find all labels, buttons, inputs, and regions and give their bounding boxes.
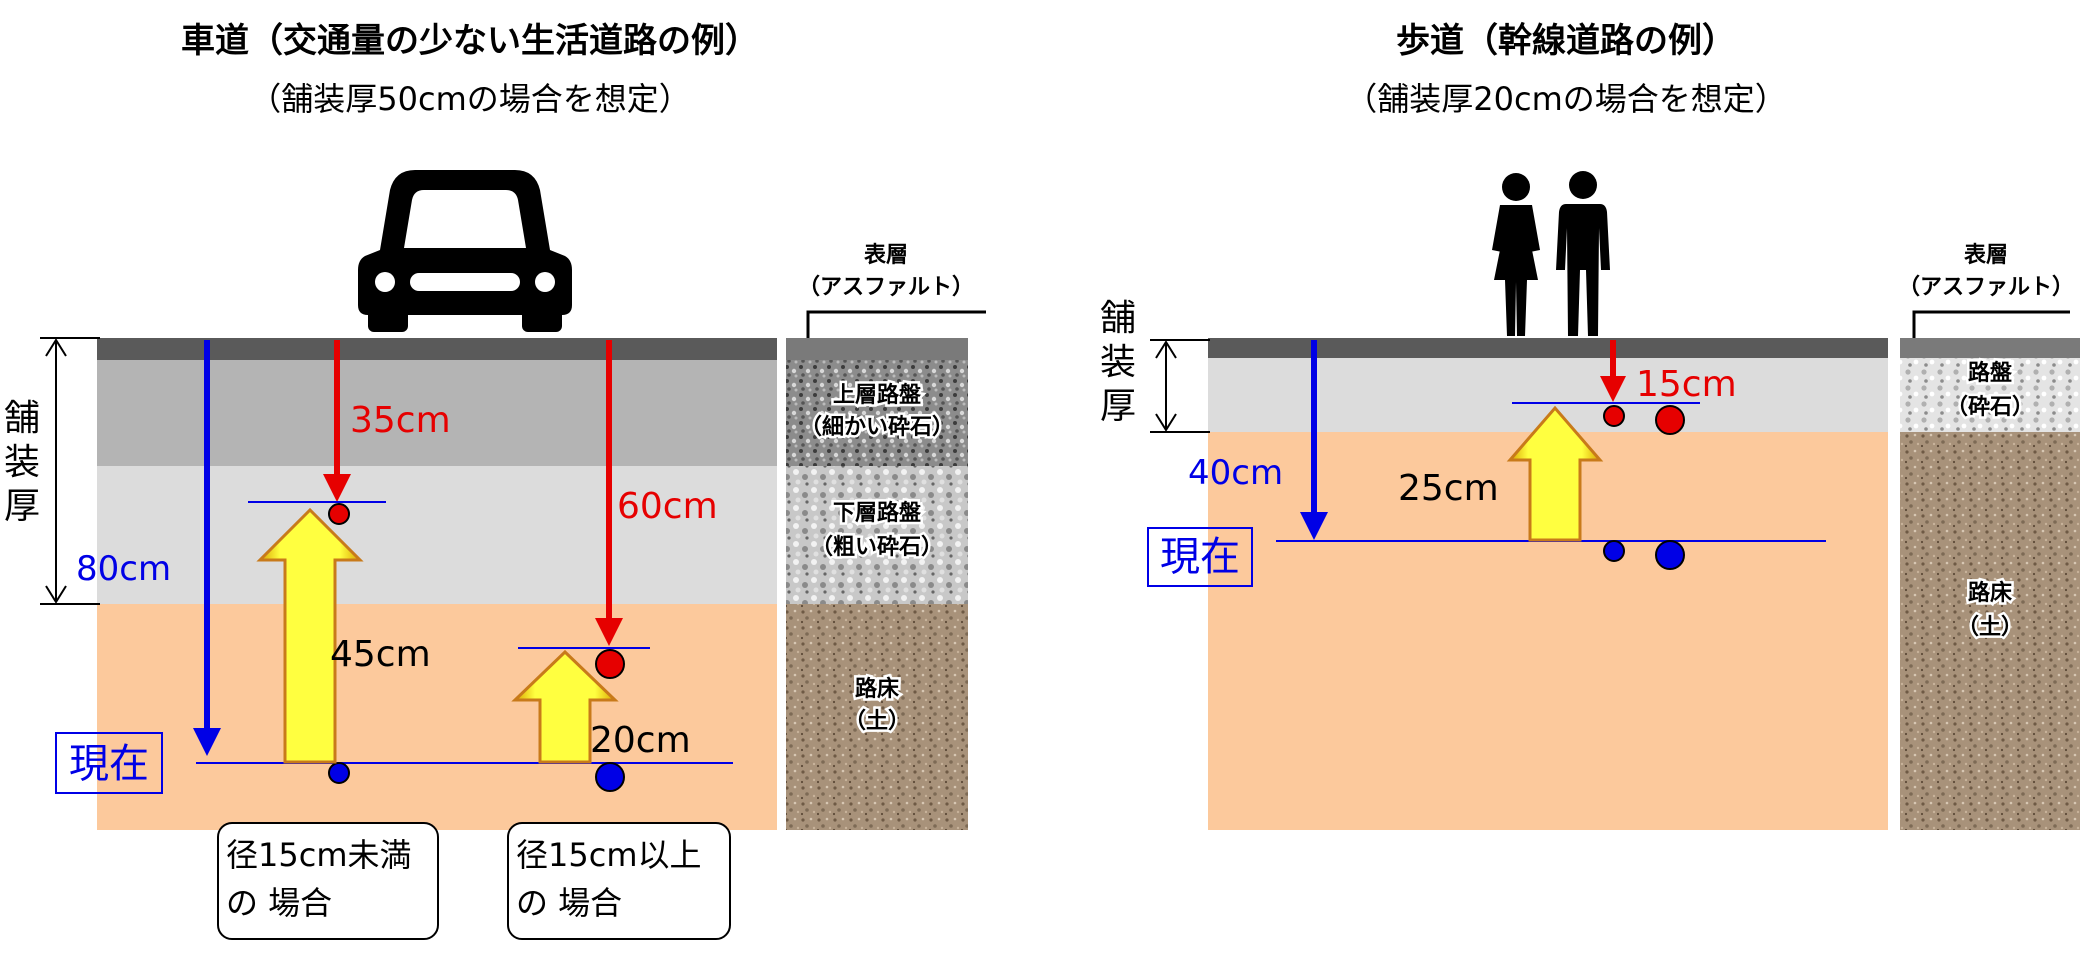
- road-pipe-large-current: [595, 762, 625, 792]
- road-thickness-bracket: [40, 337, 100, 605]
- road-asphalt-layer: [97, 338, 777, 360]
- road-thickness-char-2: 装: [4, 442, 40, 483]
- sidewalk-current-label-box: [1147, 527, 1253, 587]
- sidewalk-current-depth-arrow: [1300, 340, 1328, 540]
- road-current-label: 現在: [69, 741, 149, 787]
- sidewalk-title: 歩道（幹線道路の例）: [1396, 21, 1736, 61]
- road-thickness-char-1: 舗: [4, 398, 40, 439]
- road-title: 車道（交通量の少ない生活道路の例）: [181, 21, 759, 61]
- car-icon: [358, 170, 572, 332]
- road-pipe-small-new: [328, 503, 350, 525]
- sidewalk-legend-surface-sub: （アスファルト）: [1898, 275, 2074, 300]
- road-thickness-char-3: 厚: [4, 486, 40, 527]
- road-condition-box-small: [217, 822, 439, 940]
- sidewalk-asphalt-layer: [1208, 338, 1888, 358]
- sidewalk-legend-subgrade-swatch: [1900, 432, 2080, 830]
- road-legend-upper-base-title: 上層路盤: [833, 382, 922, 408]
- road-legend-surface-sub: （アスファルト）: [798, 275, 974, 300]
- sidewalk-thickness-char-2: 装: [1100, 342, 1136, 383]
- road-subtitle: （舗装厚50cmの場合を想定）: [249, 80, 691, 118]
- sidewalk-current-depth-label: 40cm: [1188, 453, 1283, 493]
- sidewalk-legend-surface-title: 表層: [1964, 243, 2008, 268]
- road-pipe-large-new: [595, 649, 625, 679]
- pedestrians-icon: [1492, 171, 1610, 336]
- sidewalk-red-label: 15cm: [1636, 364, 1737, 405]
- road-lower-base-layer: [97, 466, 777, 604]
- sidewalk-legend-asphalt-swatch: [1900, 338, 2080, 358]
- road-upper-base-layer: [97, 360, 777, 466]
- sidewalk-subtitle: （舗装厚20cmの場合を想定）: [1345, 80, 1787, 118]
- road-condition-large-line1: 径15cm以上: [516, 836, 702, 874]
- road-current-depth-label: 80cm: [76, 549, 171, 589]
- road-legend-lower-base-swatch: [786, 466, 968, 604]
- road-current-depth-arrow: [193, 340, 221, 756]
- road-legend-subgrade-swatch: [786, 604, 968, 830]
- sidewalk-thickness-char-1: 舗: [1100, 298, 1136, 339]
- road-red-arrow-large: [595, 340, 623, 646]
- road-current-label-box: [55, 732, 163, 794]
- road-condition-small-line2: の 場合: [226, 884, 332, 922]
- sidewalk-pipe-large-new: [1655, 405, 1685, 435]
- road-legend-subgrade-sub: （土）: [844, 709, 910, 734]
- road-red-arrow-small: [323, 340, 351, 502]
- sidewalk-thickness-bracket: [1150, 339, 1210, 433]
- sidewalk-pipe-small-current: [1603, 540, 1625, 562]
- road-red-large-label: 60cm: [617, 486, 718, 527]
- road-red-small-label: 35cm: [350, 400, 451, 441]
- road-raise-large-label: 20cm: [590, 720, 691, 761]
- sidewalk-legend-surface-pointer: [1912, 310, 2070, 348]
- road-condition-small-line1: 径15cm未満: [226, 836, 412, 874]
- sidewalk-legend-base-swatch: [1900, 358, 2080, 432]
- road-raise-arrow-small: [256, 507, 364, 764]
- sidewalk-red-arrow: [1600, 340, 1626, 402]
- road-legend-upper-base-swatch: [786, 360, 968, 466]
- road-legend-lower-base-title: 下層路盤: [833, 500, 922, 526]
- road-legend-lower-base-sub: （粗い砕石）: [811, 535, 943, 560]
- road-pipe-small-current: [328, 762, 350, 784]
- sidewalk-legend-base-title: 路盤: [1968, 360, 2013, 386]
- road-legend-surface-pointer: [806, 310, 986, 350]
- road-condition-box-large: [507, 822, 731, 940]
- road-condition-large-line2: の 場合: [516, 884, 622, 922]
- sidewalk-thickness-char-3: 厚: [1100, 386, 1136, 427]
- road-raise-small-label: 45cm: [330, 634, 431, 675]
- sidewalk-pipe-small-new: [1603, 405, 1625, 427]
- sidewalk-raise-label: 25cm: [1398, 468, 1499, 509]
- road-legend-surface-title: 表層: [864, 243, 908, 268]
- road-subgrade-layer: [97, 604, 777, 830]
- sidewalk-legend-base-sub: （砕石）: [1946, 395, 2034, 420]
- road-legend-upper-base-sub: （細かい砕石）: [800, 414, 954, 440]
- road-legend-asphalt-swatch: [786, 338, 968, 360]
- sidewalk-current-label: 現在: [1160, 534, 1240, 580]
- road-legend-subgrade-title: 路床: [855, 676, 900, 702]
- sidewalk-legend-subgrade-title: 路床: [1968, 580, 2013, 606]
- sidewalk-pipe-large-current: [1655, 540, 1685, 570]
- sidewalk-legend-subgrade-sub: （土）: [1957, 615, 2023, 640]
- sidewalk-raise-arrow: [1506, 405, 1604, 542]
- road-raise-arrow-large: [511, 649, 619, 764]
